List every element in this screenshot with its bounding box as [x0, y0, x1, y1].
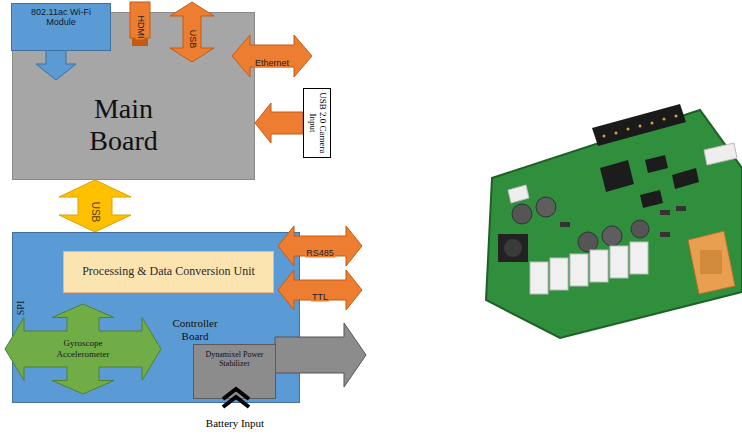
node-text: USB 2.0 Camera Input	[307, 91, 327, 155]
node-text: Main Board	[64, 93, 184, 157]
battery-chevrons	[193, 344, 194, 345]
power-label: Battery Input	[205, 418, 265, 430]
node-text: Processing & Data Conversion Unit	[82, 265, 255, 279]
connector	[255, 103, 303, 143]
power-output-arrow	[275, 323, 366, 387]
ttl-arrow	[278, 270, 362, 310]
rs485-arrow	[278, 226, 362, 266]
pcb-board	[486, 104, 742, 338]
processing-unit-box: Processing & Data Conversion Unit	[63, 251, 274, 293]
port-label: TTL	[311, 293, 329, 302]
power-stabilizer-box: Dynamixel Power Stabilizer	[193, 344, 276, 399]
wifi-arrow	[36, 50, 76, 80]
node-text: Controller Board	[164, 317, 226, 342]
port-label: RS485	[305, 249, 335, 258]
connector	[59, 180, 131, 232]
node-text: Gyroscope Accelerometer	[43, 338, 123, 360]
port-label: USB	[188, 29, 197, 50]
connector-label: USB	[90, 201, 100, 224]
connector-label: SPI	[16, 300, 26, 314]
usb-arrow	[170, 2, 214, 62]
controller-board-box: Controller Board Processing & Data Conver…	[12, 232, 300, 403]
port-label: Ethernet	[254, 59, 290, 68]
gyro-accel-cross: Gyroscope Accelerometer	[5, 304, 161, 394]
wifi-module-box: 802.11ac Wi-Fi Module	[11, 3, 111, 51]
main-board-box: Main Board802.11ac Wi-Fi Module	[12, 12, 255, 180]
port-label: HDMI	[136, 15, 145, 40]
camera-input-box: USB 2.0 Camera Input	[303, 88, 331, 158]
node-text: Dynamixel Power Stabilizer	[197, 350, 272, 368]
node-text: 802.11ac Wi-Fi Module	[16, 7, 106, 28]
controller-ports	[12, 232, 13, 233]
ethernet-arrow	[232, 35, 312, 77]
